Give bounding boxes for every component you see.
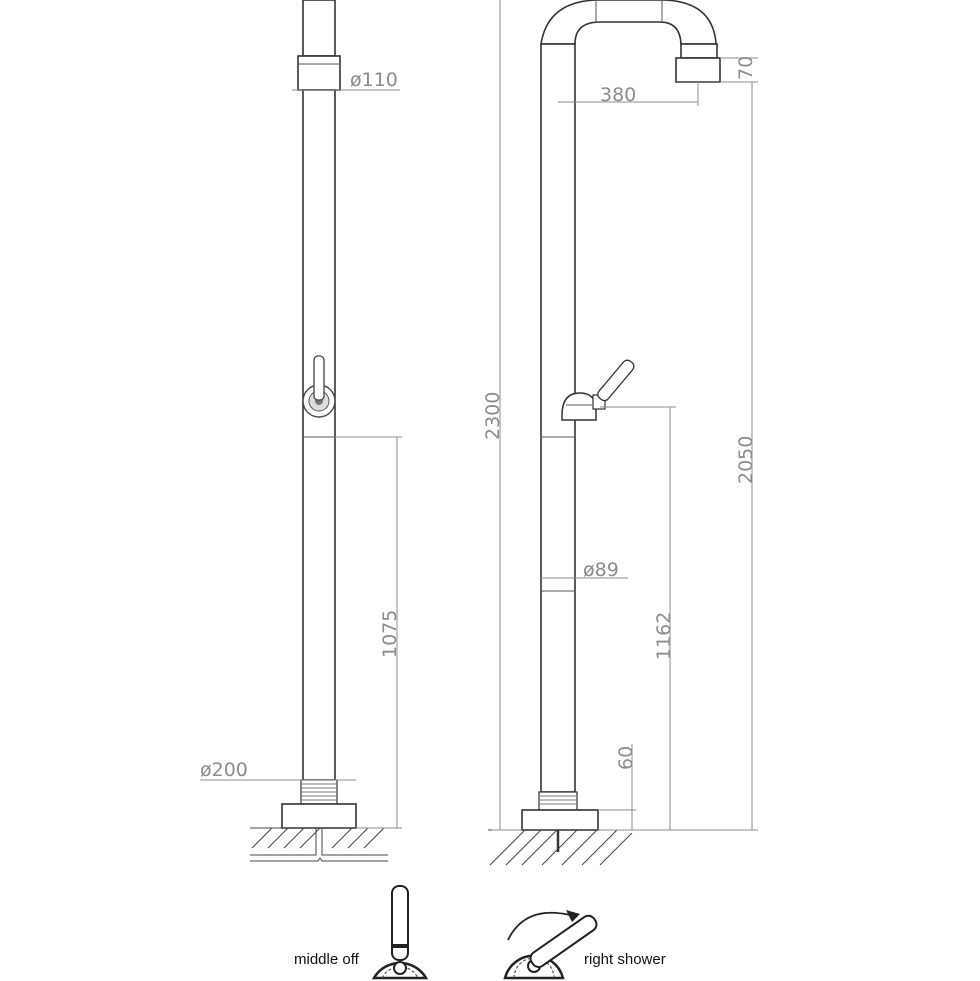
detail-middle-off: middle off — [294, 885, 429, 980]
side-lever-handle — [597, 359, 635, 402]
dim-shower-head-height: 2050 — [735, 436, 757, 484]
rotation-arrow — [507, 911, 571, 941]
dim-pipe-diameter: ø89 — [583, 559, 619, 581]
side-shower-head — [675, 57, 721, 83]
detail-right-shower: right shower — [503, 910, 666, 980]
front-mixer-valve — [302, 355, 336, 418]
side-valve-body — [561, 392, 597, 421]
side-view: 2300 380 70 2050 1162 ø89 60 — [482, 0, 758, 866]
dim-arm-reach: 380 — [600, 84, 636, 106]
rotation-arrow-head — [566, 910, 580, 922]
front-base-plate — [281, 803, 357, 829]
front-thread-lines — [301, 783, 337, 801]
side-arm-collar — [680, 43, 718, 59]
front-pipe — [302, 89, 336, 781]
front-collar — [297, 55, 341, 91]
front-view: ø110 ø200 1075 — [200, 0, 402, 862]
caption-middle-off: middle off — [294, 951, 360, 968]
side-thread-lines — [539, 795, 577, 805]
side-mixer-valve — [561, 359, 635, 421]
front-lever-handle — [313, 355, 325, 401]
caption-right-shower: right shower — [584, 951, 666, 968]
right-lever-handle — [529, 914, 598, 968]
dim-head-diameter: ø110 — [350, 69, 398, 91]
side-ground — [488, 829, 633, 866]
middle-lever-handle — [391, 885, 409, 961]
dim-total-height: 2300 — [482, 392, 504, 440]
side-base-plate — [521, 809, 599, 831]
front-pipe-top — [302, 0, 336, 57]
side-gooseneck-arm — [540, 0, 717, 45]
front-ground — [250, 827, 390, 862]
dim-head-height: 70 — [735, 56, 757, 80]
front-supply-pipe — [250, 828, 388, 862]
dim-base-diameter: ø200 — [200, 759, 248, 781]
dim-valve-height-front: 1075 — [379, 610, 401, 658]
dim-thread-length: 60 — [615, 746, 637, 770]
dim-valve-height-side: 1162 — [653, 612, 675, 660]
side-thread — [538, 791, 578, 811]
